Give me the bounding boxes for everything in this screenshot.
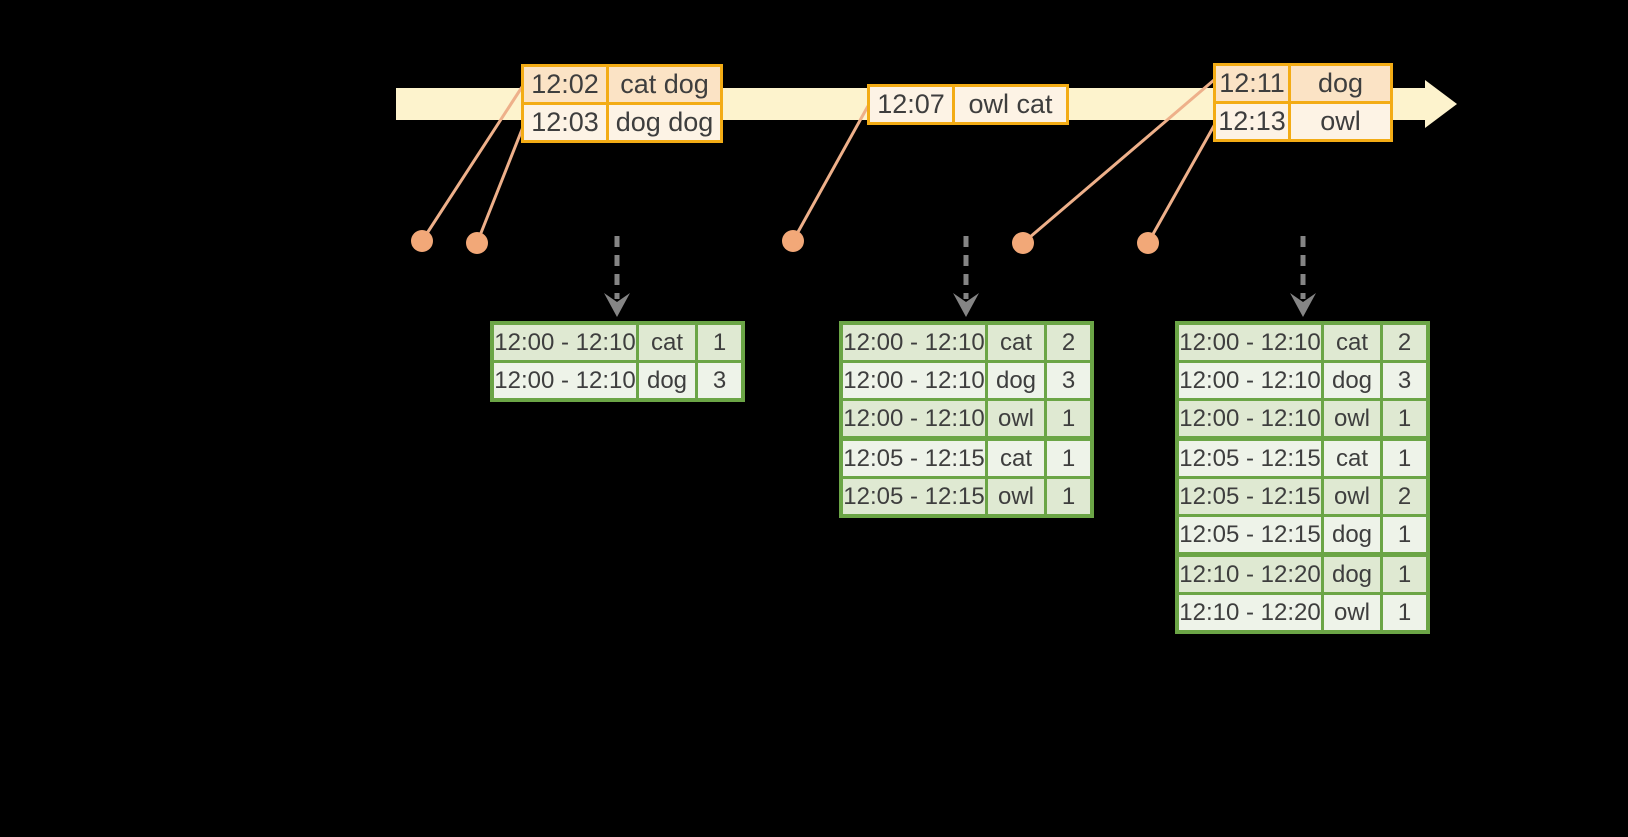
window-range: 12:00 - 12:10	[1179, 401, 1321, 436]
count: 1	[1047, 479, 1090, 514]
count: 1	[1383, 441, 1426, 476]
connector-line	[420, 86, 524, 242]
window-range: 12:05 - 12:15	[843, 479, 985, 514]
count: 2	[1047, 325, 1090, 360]
word: dog	[639, 363, 695, 398]
event-time: 12:02	[524, 67, 606, 102]
word: cat	[1324, 325, 1380, 360]
window-range: 12:05 - 12:15	[1179, 441, 1321, 476]
count: 1	[1047, 401, 1090, 436]
event-time: 12:11	[1216, 66, 1288, 101]
count: 1	[1383, 595, 1426, 630]
window-range: 12:00 - 12:10	[494, 325, 636, 360]
event-time: 12:13	[1216, 104, 1288, 139]
event-dot-icon	[1012, 232, 1034, 254]
event-dot-icon	[1137, 232, 1159, 254]
count: 1	[1047, 441, 1090, 476]
down-arrowhead-icon	[1290, 293, 1316, 317]
word: dog	[1324, 517, 1380, 552]
word: cat	[639, 325, 695, 360]
timeline-arrowhead-icon	[1425, 80, 1457, 128]
count: 2	[1383, 479, 1426, 514]
count: 3	[698, 363, 741, 398]
event-markers	[411, 230, 1159, 254]
window-range: 12:10 - 12:20	[1179, 595, 1321, 630]
word: dog	[1324, 557, 1380, 592]
down-arrowhead-icon	[953, 293, 979, 317]
window-range: 12:00 - 12:10	[494, 363, 636, 398]
word: owl	[1324, 401, 1380, 436]
event-time: 12:03	[524, 105, 606, 140]
window-range: 12:00 - 12:10	[1179, 325, 1321, 360]
event-dot-icon	[466, 232, 488, 254]
window-range: 12:05 - 12:15	[1179, 479, 1321, 514]
event-connectors	[420, 78, 1217, 245]
count: 1	[698, 325, 741, 360]
event-dot-icon	[411, 230, 433, 252]
event-dot-icon	[782, 230, 804, 252]
count: 2	[1383, 325, 1426, 360]
connector-line	[791, 105, 870, 242]
word: dog	[1324, 363, 1380, 398]
connector-line	[1022, 78, 1215, 245]
count: 3	[1383, 363, 1426, 398]
down-arrowhead-icon	[604, 293, 630, 317]
window-range: 12:00 - 12:10	[1179, 363, 1321, 398]
window-range: 12:05 - 12:15	[843, 441, 985, 476]
window-range: 12:00 - 12:10	[843, 401, 985, 436]
word: cat	[988, 325, 1044, 360]
event-time: 12:07	[870, 87, 952, 122]
count: 1	[1383, 517, 1426, 552]
word: owl	[1324, 479, 1380, 514]
count: 1	[1383, 401, 1426, 436]
connector-line	[475, 126, 525, 244]
connector-line	[1146, 123, 1217, 244]
word: dog	[988, 363, 1044, 398]
event-words: cat dog	[609, 67, 720, 102]
window-range: 12:05 - 12:15	[1179, 517, 1321, 552]
count: 3	[1047, 363, 1090, 398]
word: owl	[988, 401, 1044, 436]
count: 1	[1383, 557, 1426, 592]
window-range: 12:10 - 12:20	[1179, 557, 1321, 592]
window-range: 12:00 - 12:10	[843, 363, 985, 398]
event-words: dog	[1291, 66, 1390, 101]
event-words: owl	[1291, 104, 1390, 139]
word: cat	[1324, 441, 1380, 476]
event-words: dog dog	[609, 105, 720, 140]
window-range: 12:00 - 12:10	[843, 325, 985, 360]
word: owl	[988, 479, 1044, 514]
trigger-arrows	[604, 236, 1316, 317]
word: owl	[1324, 595, 1380, 630]
word: cat	[988, 441, 1044, 476]
event-words: owl cat	[955, 87, 1066, 122]
